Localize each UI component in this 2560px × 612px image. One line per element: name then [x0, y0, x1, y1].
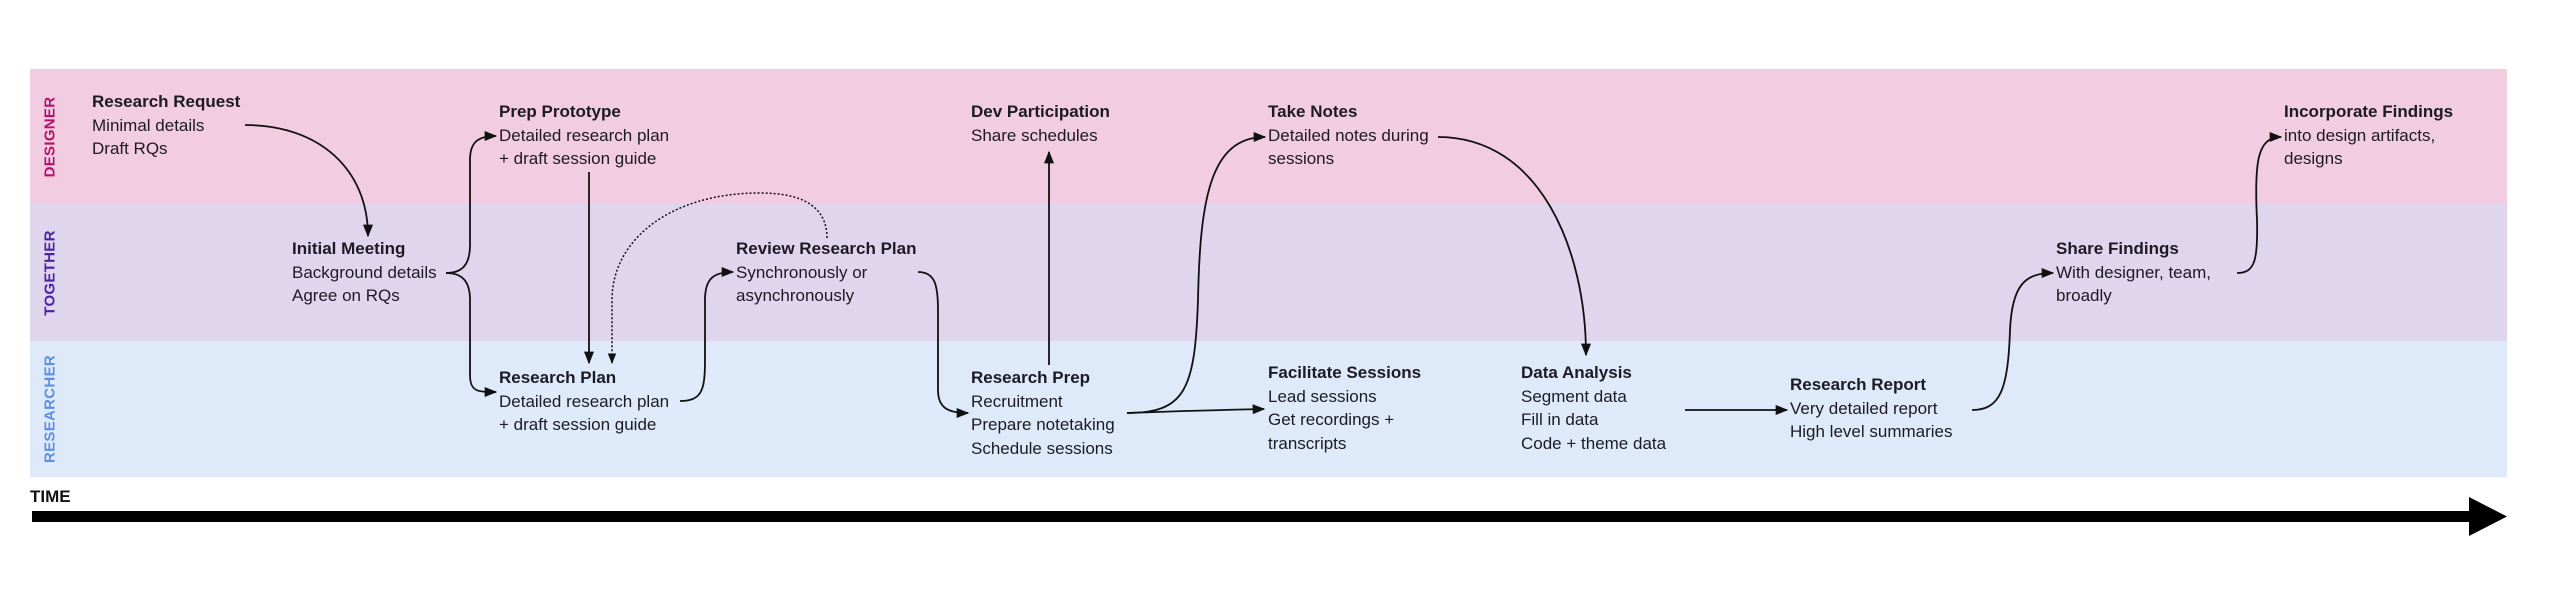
step-title: Facilitate Sessions	[1268, 363, 1422, 382]
step-title: Research Prep	[971, 368, 1091, 387]
step-title: Research Report	[1790, 375, 1927, 394]
connector-research-plan-to-review	[679, 266, 735, 402]
step-share-findings: Share Findings With designer, team, broa…	[2056, 237, 2211, 308]
step-data-analysis: Data Analysis Segment data Fill in data …	[1521, 361, 1666, 455]
step-facilitate-sessions: Facilitate Sessions Lead sessions Get re…	[1268, 361, 1421, 455]
step-title: Incorporate Findings	[2284, 102, 2454, 121]
connector-share-to-incorporate	[2236, 131, 2283, 274]
step-line: Agree on RQs	[292, 286, 400, 305]
step-title: Take Notes	[1268, 102, 1358, 121]
connector-report-to-share-findings	[1971, 267, 2055, 411]
step-title: Dev Participation	[971, 102, 1110, 121]
step-title: Research Plan	[499, 368, 617, 387]
step-title: Initial Meeting	[292, 239, 406, 258]
step-prep-prototype: Prep Prototype Detailed research plan + …	[499, 100, 669, 171]
step-line: sessions	[1268, 149, 1335, 168]
step-line: Detailed notes during	[1268, 125, 1429, 145]
connector-research-prep-to-facilitate	[1126, 404, 1266, 415]
step-review-research-plan: Review Research Plan Synchronously or as…	[736, 237, 916, 308]
step-line: Recruitment	[971, 391, 1063, 411]
step-line: Very detailed report	[1790, 398, 1938, 418]
step-dev-participation: Dev Participation Share schedules	[971, 100, 1110, 147]
step-line: Lead sessions	[1268, 386, 1377, 406]
step-line: Schedule sessions	[971, 438, 1113, 458]
step-line: Detailed research plan	[499, 125, 670, 145]
connector-meeting-to-prep-prototype	[445, 130, 498, 274]
connector-take-notes-to-data-analysis	[1437, 136, 1592, 357]
step-research-prep: Research Prep Recruitment Prepare noteta…	[971, 366, 1115, 460]
step-title: Data Analysis	[1521, 363, 1632, 382]
lane-designer: DESIGNER	[30, 69, 2507, 204]
step-line: asynchronously	[736, 286, 855, 305]
step-line: Draft RQs	[92, 139, 168, 158]
step-title: Share Findings	[2056, 239, 2179, 258]
step-incorporate-findings: Incorporate Findings into design artifac…	[2284, 100, 2453, 171]
step-take-notes: Take Notes Detailed notes during session…	[1268, 100, 1429, 171]
lane-together: TOGETHER	[30, 204, 2507, 341]
step-line: Share schedules	[971, 125, 1098, 145]
step-title: Review Research Plan	[736, 239, 917, 258]
time-axis-bar	[32, 511, 2472, 522]
connector-meeting-to-research-plan	[445, 272, 498, 398]
connector-request-to-meeting	[244, 124, 374, 238]
step-line: into design artifacts,	[2284, 125, 2436, 145]
step-line: + draft session guide	[499, 149, 657, 168]
step-line: Code + theme data	[1521, 433, 1667, 453]
connector-research-prep-to-take-notes	[1126, 131, 1267, 414]
step-research-request: Research Request Minimal details Draft R…	[92, 90, 240, 161]
step-line: broadly	[2056, 286, 2112, 305]
lane-researcher: RESEARCHER	[30, 341, 2507, 477]
step-line: Background details	[292, 262, 437, 282]
connector-review-to-research-plan-dotted	[607, 192, 828, 365]
step-line: With designer, team,	[2056, 262, 2211, 282]
step-line: Segment data	[1521, 386, 1627, 406]
step-line: Fill in data	[1521, 410, 1599, 429]
time-axis-arrowhead	[2469, 497, 2507, 536]
step-line: transcripts	[1268, 433, 1347, 453]
step-title: Research Request	[92, 92, 241, 111]
step-line: Minimal details	[92, 115, 205, 135]
step-line: + draft session guide	[499, 415, 657, 434]
step-line: Get recordings +	[1268, 410, 1395, 429]
step-title: Prep Prototype	[499, 102, 621, 121]
step-line: Synchronously or	[736, 262, 868, 282]
step-line: Detailed research plan	[499, 391, 670, 411]
step-line: Prepare notetaking	[971, 415, 1115, 434]
time-axis-label: TIME	[30, 487, 71, 506]
step-line: High level summaries	[1790, 422, 1953, 441]
step-initial-meeting: Initial Meeting Background details Agree…	[292, 237, 437, 308]
step-line: designs	[2284, 149, 2343, 168]
step-research-report: Research Report Very detailed report Hig…	[1790, 373, 1953, 444]
step-research-plan: Research Plan Detailed research plan + d…	[499, 366, 669, 437]
connector-review-to-research-prep	[917, 271, 970, 419]
